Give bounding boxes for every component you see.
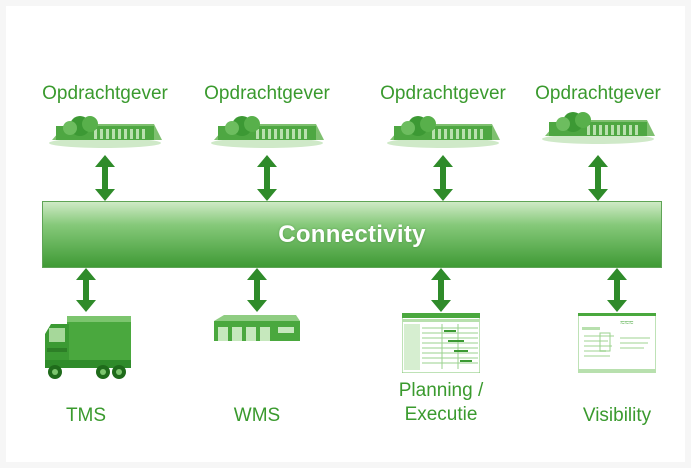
system-label-planning: Planning / Executie <box>398 380 484 425</box>
double-arrow-icon <box>257 155 277 201</box>
system-label-tms: TMS <box>65 405 107 426</box>
double-arrow-icon <box>588 155 608 201</box>
double-arrow-icon <box>76 268 96 312</box>
double-arrow-icon <box>607 268 627 312</box>
client-label-4: Opdrachtgever <box>535 83 661 104</box>
double-arrow-icon <box>431 268 451 312</box>
connectivity-bar: Connectivity <box>42 201 662 268</box>
double-arrow-icon <box>95 155 115 201</box>
office-building-icon <box>387 116 500 148</box>
planning-screen-icon <box>402 313 480 373</box>
web-page-icon: ≈≈≈ <box>578 313 656 373</box>
client-label-2: Opdrachtgever <box>204 83 330 104</box>
system-label-visibility: Visibility <box>582 405 652 426</box>
office-building-icon <box>49 116 162 148</box>
truck-icon <box>45 316 131 379</box>
system-label-wms: WMS <box>233 405 281 426</box>
connectivity-label: Connectivity <box>278 220 426 248</box>
client-label-1: Opdrachtgever <box>42 83 168 104</box>
double-arrow-icon <box>433 155 453 201</box>
double-arrow-icon <box>247 268 267 312</box>
svg-text:≈≈≈: ≈≈≈ <box>620 318 634 327</box>
warehouse-icon <box>214 315 300 341</box>
office-building-icon <box>211 116 324 148</box>
office-building-icon <box>542 112 655 144</box>
client-label-3: Opdrachtgever <box>380 83 506 104</box>
